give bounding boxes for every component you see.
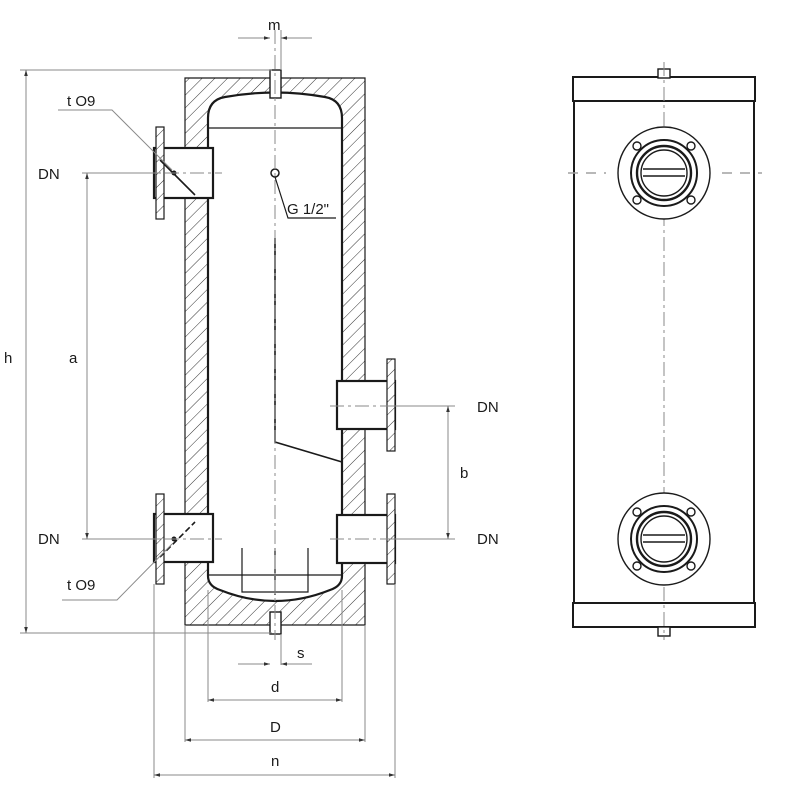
label-n: n [271,753,279,770]
label-dn-top-left: DN [38,166,60,183]
label-dn-right-upper: DN [477,399,499,416]
label-thread: G 1/2" [287,201,329,218]
connection-right-upper [335,358,397,452]
label-h: h [4,350,12,367]
label-d: d [271,679,279,696]
front-view [568,62,762,640]
label-dn-bottom-left: DN [38,531,60,548]
label-sensor-bottom: t O9 [67,577,95,594]
label-sensor-top: t O9 [67,93,95,110]
front-flange-bottom [617,492,711,586]
label-D: D [270,719,281,736]
label-a: a [69,350,78,367]
label-s: s [297,645,305,662]
front-flange-top [617,126,711,220]
label-m: m [268,17,281,34]
section-view: m h a b s d D n DN DN DN DN t O9 t O9 G … [4,17,499,778]
label-b: b [460,465,468,482]
label-dn-right-lower: DN [477,531,499,548]
